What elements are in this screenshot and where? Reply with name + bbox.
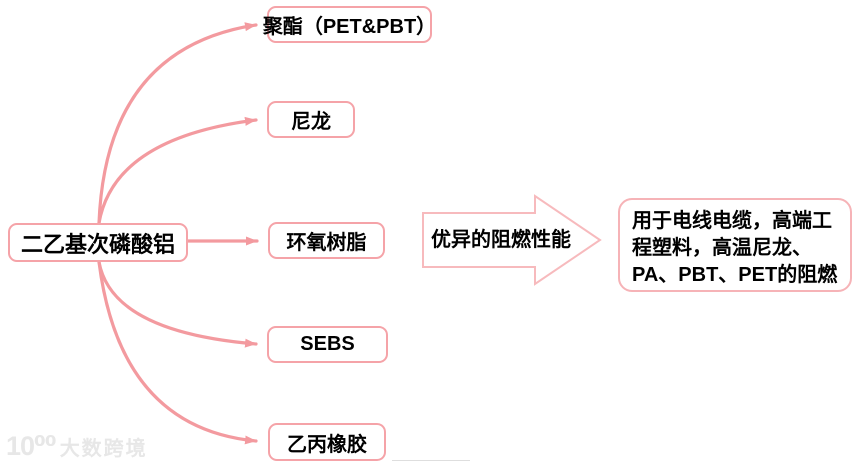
result-line-3: PA、PBT、PET的阻燃 [632, 264, 838, 286]
connector-to-nylon [97, 116, 258, 225]
node-source-label: 二乙基次磷酸铝 [20, 231, 175, 257]
node-epdm-rubber-label: 乙丙橡胶 [287, 433, 367, 456]
node-nylon-label: 尼龙 [291, 111, 331, 133]
node-epoxy-resin-label: 环氧树脂 [286, 232, 367, 254]
connector-to-sebs [97, 260, 258, 348]
connector-to-epdm [97, 260, 258, 445]
big-arrow-label: 优异的阻燃性能 [431, 229, 571, 251]
bottom-edge-line [392, 460, 470, 461]
result-line-2: 程塑料，高温尼龙、 [632, 237, 812, 259]
node-result: 用于电线电缆，高端工 程塑料，高温尼龙、 PA、PBT、PET的阻燃 [618, 198, 852, 292]
big-arrow-shape [422, 194, 602, 286]
node-epoxy-resin: 环氧树脂 [268, 222, 385, 259]
node-sebs: SEBS [267, 326, 388, 363]
watermark-logo: 10⁰⁰ [6, 431, 57, 461]
result-line-1: 用于电线电缆，高端工 [632, 210, 832, 232]
watermark-text: 大数跨境 [59, 438, 148, 460]
node-sebs-label: SEBS [300, 333, 355, 355]
node-nylon: 尼龙 [267, 101, 355, 138]
node-polyester-label: 聚酯（PET&PBT） [262, 16, 437, 38]
node-polyester: 聚酯（PET&PBT） [263, 6, 436, 43]
connector-to-polyester [97, 22, 258, 225]
watermark: 10⁰⁰ 大数跨境 [6, 431, 148, 462]
node-source: 二乙基次磷酸铝 [8, 223, 188, 262]
node-epdm-rubber: 乙丙橡胶 [268, 423, 386, 461]
